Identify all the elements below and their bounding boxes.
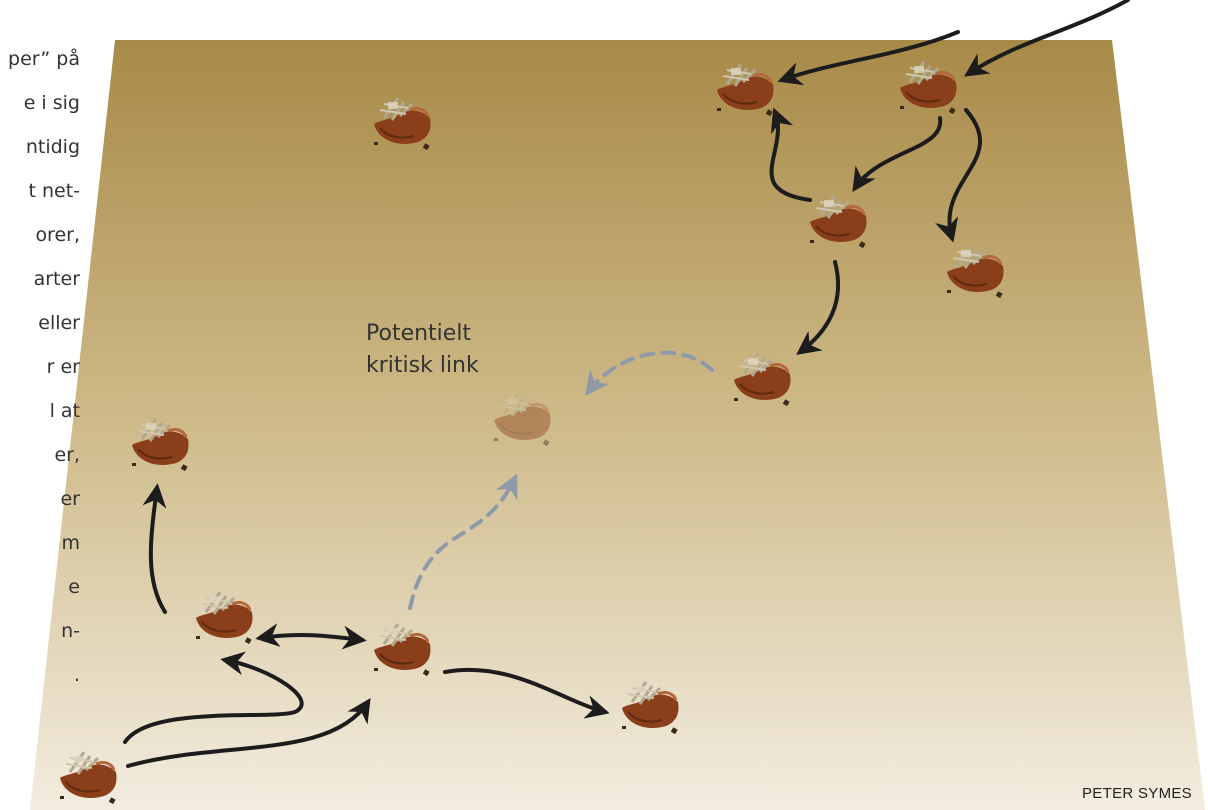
side-text-line-11: er [60,490,80,509]
side-text-line-13: e [68,578,80,597]
critical-link-label-line-1: Potentielt [366,318,479,350]
side-text-line-7: eller [38,314,80,333]
map-plane [30,40,1205,810]
side-text-line-3: ntidig [26,138,80,157]
side-text-line-9: l at [50,402,80,421]
side-text-line-14: n- [61,622,80,641]
side-text-line-8: r er [47,358,80,377]
critical-link-label: Potentielt kritisk link [366,318,479,382]
side-text-line-12: m [61,534,80,553]
side-text-line-10: er, [54,446,80,465]
side-text-line-4: t net- [28,182,80,201]
side-text-line-15: . [74,666,80,685]
side-text-line-2: e i sig [24,94,80,113]
critical-link-label-line-2: kritisk link [366,350,479,382]
side-text-line-6: arter [34,270,80,289]
side-text-line-1: per” på [8,50,80,69]
side-text-line-5: orer, [35,226,80,245]
illustrator-credit: PETER SYMES [1082,785,1192,802]
